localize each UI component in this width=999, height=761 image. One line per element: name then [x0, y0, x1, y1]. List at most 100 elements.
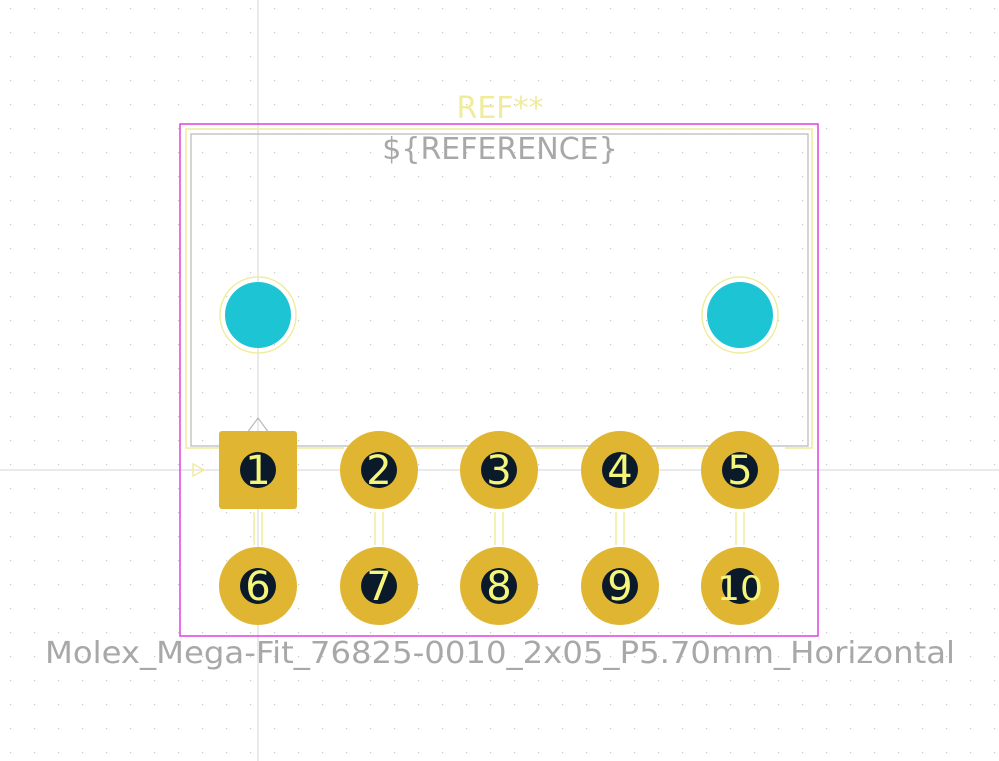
ref-designator-label[interactable]: REF** [456, 91, 543, 126]
grid-dot [586, 320, 588, 322]
courtyard-outline[interactable] [179, 123, 819, 637]
grid-dot [106, 704, 108, 706]
grid-dot [682, 344, 684, 346]
grid-dot [730, 32, 732, 34]
mounting-hole-right[interactable] [707, 282, 773, 348]
grid-dot [418, 152, 420, 154]
grid-dot [82, 296, 84, 298]
grid-dot [178, 368, 180, 370]
grid-dot [946, 152, 948, 154]
grid-dot [226, 680, 228, 682]
grid-dot [970, 224, 972, 226]
grid-dot [898, 104, 900, 106]
grid-dot [898, 128, 900, 130]
grid-dot [514, 344, 516, 346]
grid-dot [562, 224, 564, 226]
grid-dot [466, 440, 468, 442]
grid-dot [994, 632, 996, 634]
grid-dot [586, 392, 588, 394]
pad-10[interactable]: 10 [701, 547, 779, 625]
grid-dot [778, 608, 780, 610]
pad-7[interactable]: 7 [340, 547, 418, 625]
mounting-holes[interactable] [219, 276, 779, 354]
grid-dot [634, 704, 636, 706]
pad-8[interactable]: 8 [460, 547, 538, 625]
grid-dot [34, 632, 36, 634]
pad-2[interactable]: 2 [340, 431, 418, 509]
grid-dot [850, 632, 852, 634]
grid-dot [154, 272, 156, 274]
pad-drill-hole [481, 452, 517, 488]
pad-1[interactable]: 1 [219, 431, 297, 509]
grid-dot [514, 512, 516, 514]
grid-dot [490, 32, 492, 34]
grid-dot [922, 584, 924, 586]
grid-dot [562, 536, 564, 538]
grid-dot [970, 56, 972, 58]
grid-dot [490, 536, 492, 538]
grid-dot [490, 632, 492, 634]
grid-dot [754, 680, 756, 682]
grid-dot [178, 680, 180, 682]
grid-dot [346, 728, 348, 730]
reference-field-label[interactable]: ${REFERENCE} [382, 132, 617, 167]
grid-dot [922, 368, 924, 370]
pad-9[interactable]: 9 [581, 547, 659, 625]
silkscreen-body-outline[interactable] [185, 128, 813, 449]
grid-dot [874, 512, 876, 514]
grid-dot [226, 32, 228, 34]
grid-dot [226, 176, 228, 178]
grid-dot [130, 560, 132, 562]
mounting-hole-left[interactable] [225, 282, 291, 348]
grid-dot [178, 128, 180, 130]
grid-dot [586, 176, 588, 178]
grid-dot [154, 152, 156, 154]
grid-dot [346, 512, 348, 514]
grid-dot [754, 8, 756, 10]
grid-dot [346, 320, 348, 322]
grid-dot [898, 704, 900, 706]
grid-dot [538, 368, 540, 370]
grid-dot [754, 728, 756, 730]
grid-dot [490, 392, 492, 394]
grid-dot [922, 80, 924, 82]
grid-dot [538, 632, 540, 634]
grid-dot [658, 32, 660, 34]
grid-dot [730, 392, 732, 394]
grid-dot [994, 464, 996, 466]
grid-dot [178, 608, 180, 610]
grid-dot [730, 272, 732, 274]
grid-dot [682, 104, 684, 106]
grid-dot [106, 488, 108, 490]
pad-6[interactable]: 6 [219, 547, 297, 625]
grid-dot [994, 344, 996, 346]
grid-dot [538, 320, 540, 322]
grid-dot [322, 32, 324, 34]
grid-dot [418, 512, 420, 514]
grid-dot [610, 392, 612, 394]
pad-5[interactable]: 5 [701, 431, 779, 509]
grid-dot [106, 152, 108, 154]
grid-dot [970, 176, 972, 178]
grid-dot [970, 320, 972, 322]
grid-dot [514, 104, 516, 106]
grid-dot [466, 608, 468, 610]
footprint-value-label[interactable]: Molex_Mega-Fit_76825-0010_2x05_P5.70mm_H… [45, 636, 955, 671]
pad-3[interactable]: 3 [460, 431, 538, 509]
grid-dot [994, 368, 996, 370]
grid-dot [58, 56, 60, 58]
grid-dot [586, 80, 588, 82]
grid-dot [178, 536, 180, 538]
grid-dot [610, 416, 612, 418]
grid-dot [922, 608, 924, 610]
grid-dot [82, 464, 84, 466]
grid-dot [826, 416, 828, 418]
grid-dot [274, 728, 276, 730]
grid-dot [682, 392, 684, 394]
grid-dot [826, 752, 828, 754]
grid-dot [154, 368, 156, 370]
pad-4[interactable]: 4 [581, 431, 659, 509]
grid-dot [322, 560, 324, 562]
